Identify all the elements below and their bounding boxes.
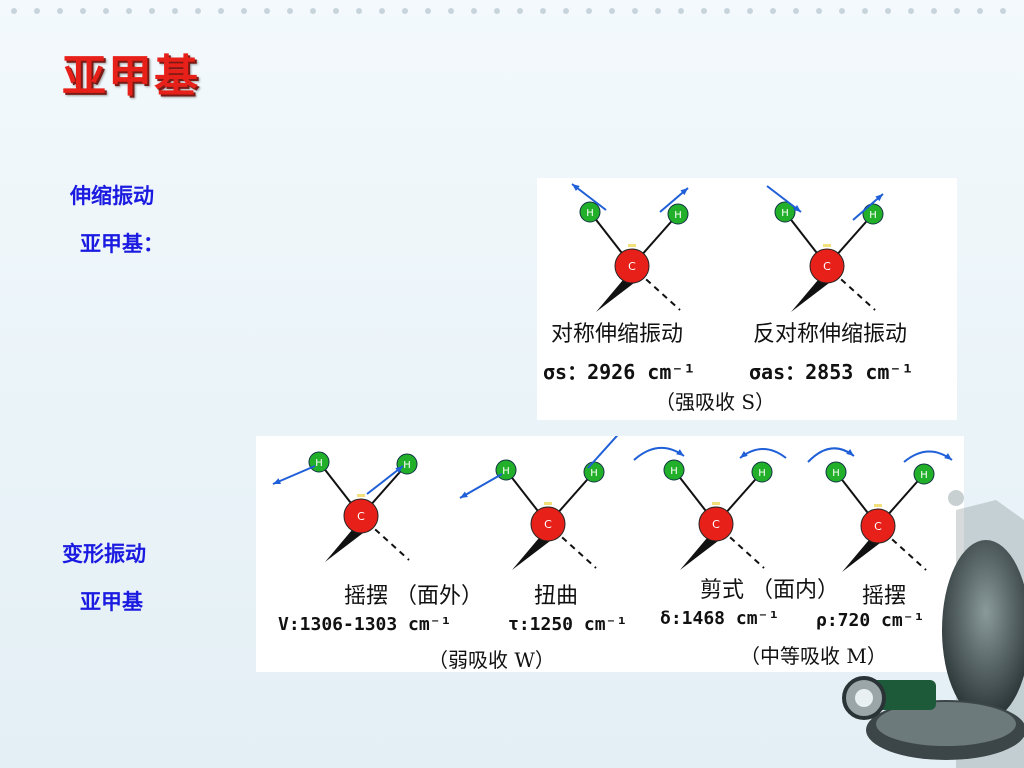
strong-absorption-note: （强吸收 S） bbox=[655, 390, 776, 414]
rock-label: 摇摆 bbox=[862, 584, 907, 609]
sym-stretch-value: σs：2926 cm⁻¹ bbox=[543, 360, 696, 384]
stretch-group-label: 亚甲基： bbox=[80, 232, 164, 256]
hydrogen-symbol: H bbox=[590, 468, 598, 479]
asymmetric-stretch-molecule: C H H bbox=[766, 185, 884, 312]
stretch-molecules: C H H C H H bbox=[571, 183, 884, 312]
bend-molecules: C H H C H H C H H C H H bbox=[272, 427, 953, 572]
carbon-symbol: C bbox=[628, 260, 636, 273]
carbon-symbol: C bbox=[544, 518, 552, 531]
hydrogen-atom bbox=[751, 461, 773, 483]
carbon-atom bbox=[614, 248, 650, 284]
bend-group-label: 亚甲基 bbox=[80, 590, 143, 614]
hydrogen-symbol: H bbox=[869, 210, 877, 221]
hydrogen-atom bbox=[663, 459, 685, 481]
scissor-label: 剪式 （面内） bbox=[700, 578, 839, 603]
hydrogen-atom bbox=[862, 203, 884, 225]
wag-label: 摇摆 （面外） bbox=[344, 584, 483, 609]
hydrogen-atom bbox=[913, 463, 935, 485]
carbon-atom bbox=[343, 498, 379, 534]
twisting-molecule: C H H bbox=[459, 427, 625, 570]
symmetric-stretch-molecule: C H H bbox=[571, 183, 689, 312]
bend-heading: 变形振动 bbox=[62, 542, 146, 566]
hydrogen-symbol: H bbox=[781, 208, 789, 219]
hydrogen-symbol: H bbox=[758, 468, 766, 479]
carbon-symbol: C bbox=[712, 518, 720, 531]
scissor-value: δ:1468 cm⁻¹ bbox=[660, 608, 780, 629]
hydrogen-symbol: H bbox=[670, 466, 678, 477]
asym-stretch-label: 反对称伸缩振动 bbox=[753, 322, 908, 347]
hydrogen-symbol: H bbox=[586, 208, 594, 219]
carbon-atom bbox=[860, 508, 896, 544]
carbon-atom bbox=[530, 506, 566, 542]
top-dot-border bbox=[11, 8, 1006, 14]
rocking-molecule: C H H bbox=[807, 447, 953, 572]
rock-value: ρ:720 cm⁻¹ bbox=[816, 610, 925, 631]
wagging-molecule: C H H bbox=[272, 451, 418, 562]
sym-stretch-label: 对称伸缩振动 bbox=[551, 322, 684, 347]
hydrogen-symbol: H bbox=[502, 466, 510, 477]
hydrogen-symbol: H bbox=[832, 468, 840, 479]
carbon-atom bbox=[698, 506, 734, 542]
scissoring-molecule: C H H bbox=[633, 447, 787, 570]
asym-stretch-value: σas：2853 cm⁻¹ bbox=[749, 360, 914, 384]
hydrogen-atom bbox=[825, 461, 847, 483]
hydrogen-symbol: H bbox=[674, 210, 682, 221]
stretch-vibration-figure: C H H C H H 对称伸缩振动 反对称伸缩振动 σs：2926 cm⁻¹ σas：… bbox=[537, 178, 957, 420]
carbon-symbol: C bbox=[357, 510, 365, 523]
hydrogen-atom bbox=[579, 201, 601, 223]
bend-vibration-figure: C H H C H H C H H C H H 摇摆 （面外） 扭曲 剪式 （面内） 摇摆 V:… bbox=[256, 427, 964, 672]
hydrogen-symbol: H bbox=[920, 470, 928, 481]
hydrogen-atom bbox=[774, 201, 796, 223]
hydrogen-atom bbox=[667, 203, 689, 225]
stretch-heading: 伸缩振动 bbox=[70, 184, 154, 208]
twist-value: τ:1250 cm⁻¹ bbox=[508, 614, 628, 635]
hydrogen-symbol: H bbox=[403, 460, 411, 471]
weak-absorption-note: （弱吸收 W） bbox=[428, 648, 555, 672]
decorative-corner-graphic bbox=[842, 490, 1024, 768]
wag-value: V:1306-1303 cm⁻¹ bbox=[278, 614, 452, 635]
medium-absorption-note: （中等吸收 M） bbox=[740, 644, 887, 668]
hydrogen-atom bbox=[396, 453, 418, 475]
carbon-symbol: C bbox=[823, 260, 831, 273]
hydrogen-symbol: H bbox=[315, 458, 323, 469]
twist-label: 扭曲 bbox=[534, 584, 579, 609]
carbon-atom bbox=[809, 248, 845, 284]
carbon-symbol: C bbox=[874, 520, 882, 533]
slide-title: 亚甲基 bbox=[62, 51, 200, 102]
